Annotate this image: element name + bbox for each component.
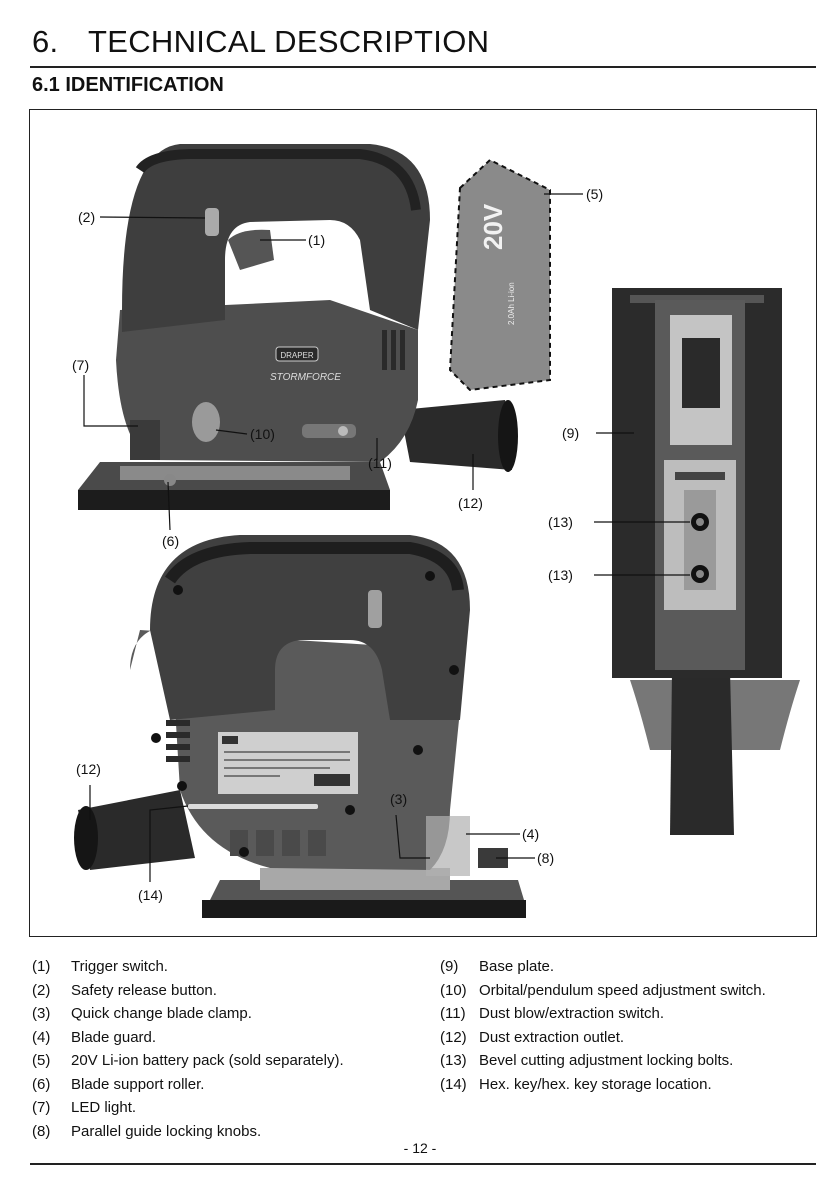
callout-9: (9): [562, 425, 579, 441]
jigsaw-side-view: [74, 535, 526, 918]
callout-13-lower: (13): [548, 567, 573, 583]
legend-number: (5): [32, 1052, 51, 1069]
callout-3: (3): [390, 791, 407, 807]
legend-text: Blade support roller.: [71, 1075, 205, 1093]
legend-item: (10) Orbital/pendulum speed adjustment sw…: [440, 979, 766, 1003]
legend-number: (11): [440, 1005, 466, 1022]
callout-14: (14): [138, 887, 163, 903]
callout-5: (5): [586, 186, 603, 202]
legend-text: Quick change blade clamp.: [71, 1005, 252, 1022]
legend-number: (6): [32, 1075, 51, 1093]
callout-7: (7): [72, 357, 89, 373]
callout-1: (1): [308, 232, 325, 248]
legend-number: (12): [440, 1028, 467, 1046]
legend-item: (9) Base plate.: [440, 955, 766, 979]
legend-text: Hex. key/hex. key storage location.: [479, 1075, 712, 1093]
callout-labels: (2) (1) (5) (7) (10) (11) (12) (6) (9) (…: [72, 186, 603, 903]
legend-item: (1) Trigger switch.: [32, 955, 344, 979]
battery-voltage-label: 20V: [478, 203, 508, 250]
callout-11: (11): [368, 455, 392, 471]
product-name-label: STORMFORCE: [270, 372, 341, 383]
callout-12-bottom: (12): [76, 761, 101, 777]
legend-item: (2) Safety release button.: [32, 979, 344, 1003]
section-title: 6. TECHNICAL DESCRIPTION: [32, 24, 489, 60]
callout-2: (2): [78, 209, 95, 225]
legend-number: (10): [440, 981, 467, 999]
legend-number: (1): [32, 958, 51, 975]
legend-text: Base plate.: [479, 958, 555, 975]
legend-left-column: (1) Trigger switch. (2) Safety release but…: [32, 955, 344, 1143]
legend-text: Dust extraction outlet.: [479, 1028, 625, 1046]
jigsaw-base-view: [612, 288, 800, 835]
legend-text: Orbital/pendulum speed adjustment switch…: [479, 981, 766, 999]
legend-item: (5) 20V Li-ion battery pack (sold separat…: [32, 1049, 344, 1073]
legend-number: (8): [32, 1122, 51, 1140]
page-number: - 12 -: [403, 1140, 437, 1156]
legend-text: Parallel guide locking knobs.: [71, 1122, 262, 1140]
legend-text: Bevel cutting adjustment locking bolts.: [479, 1052, 734, 1069]
callout-12-top: (12): [458, 495, 483, 511]
jigsaw-top-view: 20V 2.0Ah Li-ion DRAPER STORMFORCE: [78, 144, 551, 510]
legend-text: Dust blow/extraction switch.: [479, 1005, 665, 1022]
legend-number: (4): [32, 1028, 51, 1046]
footer-rule: [30, 1163, 816, 1165]
legend-item: (4) Blade guard.: [32, 1026, 344, 1050]
section-number: 6.: [32, 24, 59, 59]
legend-item: (6) Blade support roller.: [32, 1073, 344, 1097]
legend-item: (7) LED light.: [32, 1096, 344, 1120]
header-rule: [30, 66, 816, 68]
callout-6: (6): [162, 533, 179, 549]
callout-8: (8): [537, 850, 554, 866]
subsection-title: 6.1 IDENTIFICATION: [32, 74, 224, 96]
section-title-text: TECHNICAL DESCRIPTION: [88, 24, 490, 59]
legend-text: Trigger switch.: [71, 958, 168, 975]
legend-item: (13) Bevel cutting adjustment locking bol…: [440, 1049, 766, 1073]
legend-right-column: (9) Base plate. (10) Orbital/pendulum spee…: [440, 955, 766, 1096]
legend-text: Blade guard.: [71, 1028, 157, 1046]
brand-badge: DRAPER: [280, 351, 314, 360]
legend-item: (11) Dust blow/extraction switch.: [440, 1002, 766, 1026]
jigsaw-illustration: 20V 2.0Ah Li-ion DRAPER STORMFORCE: [72, 144, 800, 918]
callout-10: (10): [250, 426, 275, 442]
callout-13-upper: (13): [548, 514, 573, 530]
legend-text: 20V Li-ion battery pack (sold separately…: [71, 1052, 344, 1069]
callout-4: (4): [522, 826, 539, 842]
legend-text: LED light.: [71, 1099, 137, 1116]
legend-item: (12) Dust extraction outlet.: [440, 1026, 766, 1050]
legend-number: (3): [32, 1005, 51, 1022]
legend-number: (7): [32, 1099, 51, 1116]
legend-number: (2): [32, 981, 51, 999]
battery-capacity-label: 2.0Ah Li-ion: [507, 282, 516, 325]
legend-number: (9): [440, 958, 459, 975]
legend-number: (13): [440, 1052, 467, 1069]
leader-lines: [83, 193, 690, 882]
legend-text: Safety release button.: [71, 981, 217, 999]
identification-figure: 20V 2.0Ah Li-ion DRAPER STORMFORCE: [29, 109, 817, 937]
legend-item: (3) Quick change blade clamp.: [32, 1002, 344, 1026]
legend-item: (14) Hex. key/hex. key storage location.: [440, 1073, 766, 1097]
legend-item: (8) Parallel guide locking knobs.: [32, 1120, 344, 1144]
legend-number: (14): [440, 1075, 467, 1093]
